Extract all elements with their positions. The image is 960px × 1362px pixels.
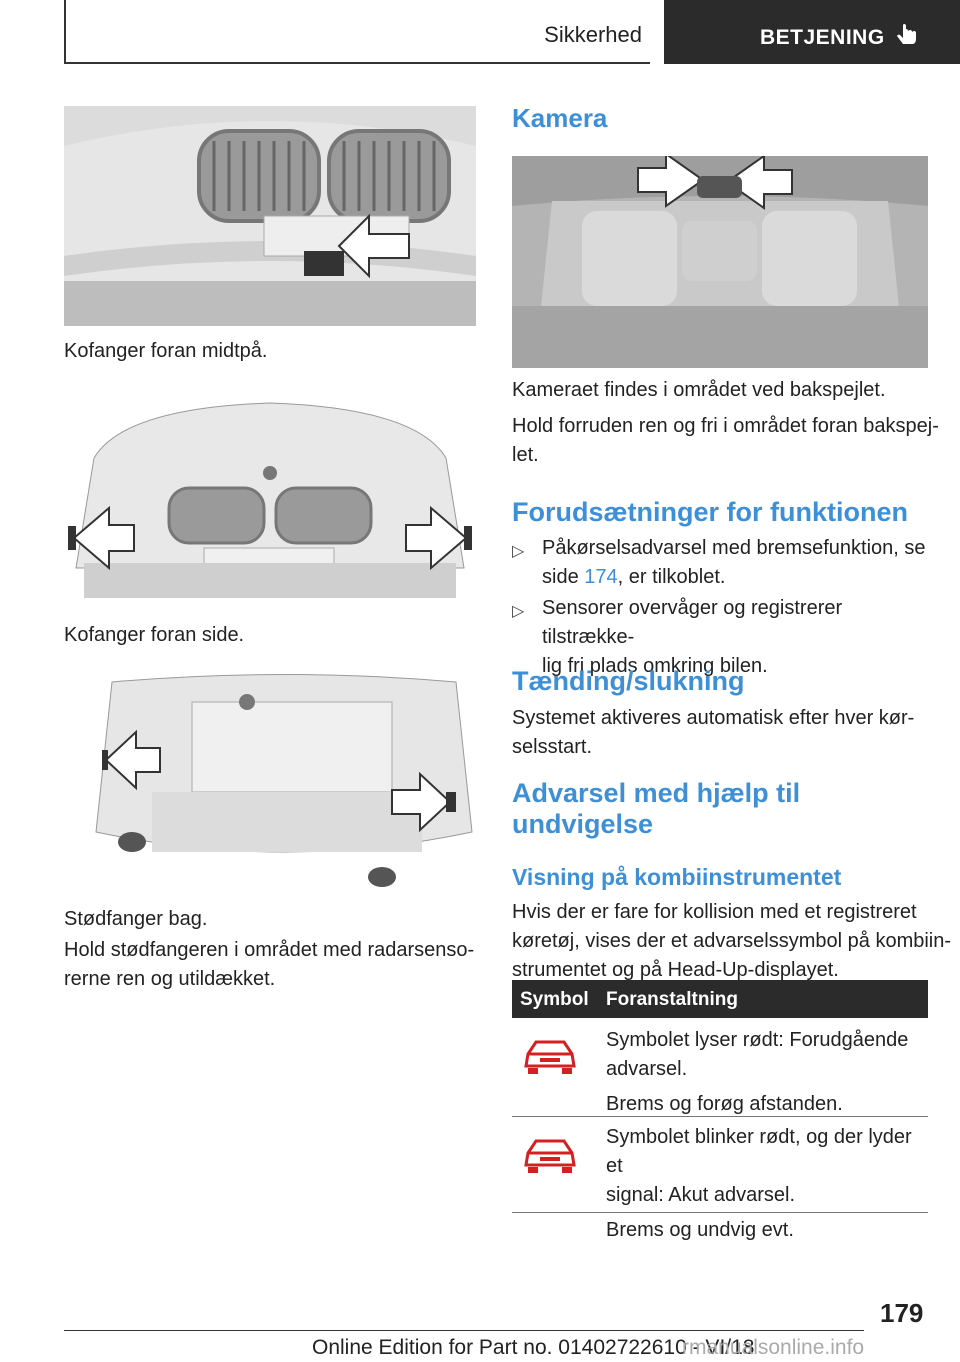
requirements-heading: Forudsætninger for funktionen <box>512 497 908 527</box>
requirement-bullet-1: ▷ Påkørselsadvarsel med bremsefunktion, … <box>512 534 932 592</box>
bullet-2-line-1: Sensorer overvåger og registrerer tilstr… <box>542 597 843 648</box>
instrument-display-heading: Visning på kombiinstrumentet <box>512 864 842 890</box>
header-section-title: Sikkerhed <box>544 22 642 47</box>
display-line-2: køretøj, vises der et advarselssymbol på… <box>512 930 952 952</box>
camera-heading: Kamera <box>512 103 608 133</box>
front-bumper-side-figure <box>64 388 476 610</box>
row-2-action: Brems og undvig evt. <box>606 1219 794 1241</box>
requirement-bullet-2: ▷ Sensorer overvåger og registrerer tils… <box>512 594 932 681</box>
footer-rule <box>64 1330 864 1331</box>
rear-bumper-figure <box>92 672 476 890</box>
camera-interior-figure <box>512 156 928 368</box>
page-number: 179 <box>880 1298 924 1328</box>
camera-keep-clean-line-1: Hold forruden ren og fri i området foran… <box>512 415 939 437</box>
footer-edition: Online Edition for Part no. 01402722610 … <box>312 1336 755 1359</box>
evasion-warning-heading: Advarsel med hjælp til undvigelse <box>512 778 800 840</box>
row-2-line-1: Symbolet blinker rødt, og der lyder et <box>606 1126 912 1177</box>
camera-keep-clean-text: Hold forruden ren og fri i området foran… <box>512 412 939 470</box>
table-divider <box>512 1116 928 1117</box>
row-2-description: Symbolet blinker rødt, og der lyder et s… <box>606 1123 926 1245</box>
bullet-1-prefix: side <box>542 566 585 588</box>
row-2-line-2: signal: Akut advarsel. <box>606 1184 795 1206</box>
caption-front-center: Kofanger foran midtpå. <box>64 340 268 362</box>
camera-keep-clean-line-2: let. <box>512 444 539 466</box>
page-reference-link[interactable]: 174 <box>584 566 618 588</box>
left-paragraph-line-1: Hold stødfangeren i området med radarsen… <box>64 939 475 961</box>
bullet-1-suffix: , er tilkoblet. <box>617 566 726 588</box>
symbol-table-header: Symbol Foranstaltning <box>512 980 928 1018</box>
table-header-symbol: Symbol <box>520 989 589 1010</box>
bullet-1-line-2: side 174, er tilkoblet. <box>542 563 932 592</box>
table-header-action: Foranstaltning <box>606 989 738 1010</box>
pointing-hand-icon <box>895 24 921 55</box>
evasion-heading-line-2: undvigelse <box>512 809 654 839</box>
row-1-line-2: advarsel. <box>606 1058 688 1080</box>
left-paragraph-line-2: rerne ren og utildækket. <box>64 968 276 990</box>
caption-rear: Stødfanger bag. <box>64 908 208 930</box>
car-warning-icon <box>522 1137 578 1182</box>
table-row: Symbolet blinker rødt, og der lyder et s… <box>512 1117 928 1241</box>
bullet-2-line-2: lig fri plads omkring bilen. <box>542 655 768 677</box>
header-chapter-title: BETJENING <box>760 26 885 49</box>
triangle-bullet-icon: ▷ <box>512 603 525 620</box>
caption-front-side: Kofanger foran side. <box>64 624 245 646</box>
onoff-line-2: selsstart. <box>512 736 593 758</box>
row-1-action: Brems og forøg afstanden. <box>606 1093 843 1115</box>
triangle-bullet-icon: ▷ <box>512 543 525 560</box>
display-line-3: strumentet og på Head-Up-displayet. <box>512 959 839 981</box>
camera-location-text: Kameraet findes i området ved bakspejlet… <box>512 379 886 401</box>
display-line-1: Hvis der er fare for kollision med et re… <box>512 901 917 923</box>
footer-watermark: rmanualsonline.info <box>682 1336 865 1359</box>
table-row: Symbolet lyser rødt: Forudgående advarse… <box>512 1018 928 1116</box>
onoff-heading: Tænding/slukning <box>512 666 745 696</box>
instrument-display-text: Hvis der er fare for kollision med et re… <box>512 898 951 985</box>
table-divider <box>512 1212 928 1213</box>
left-paragraph: Hold stødfangeren i området med radarsen… <box>64 936 474 994</box>
header-left-rule <box>64 0 66 64</box>
row-1-line-1: Symbolet lyser rødt: Forudgående <box>606 1029 909 1051</box>
row-1-description: Symbolet lyser rødt: Forudgående advarse… <box>606 1026 926 1119</box>
front-bumper-center-figure <box>64 106 476 326</box>
bullet-1-line-1: Påkørselsadvarsel med bremsefunktion, se <box>542 537 926 559</box>
header-bottom-rule <box>64 62 650 64</box>
onoff-line-1: Systemet aktiveres automatisk efter hver… <box>512 707 915 729</box>
car-warning-icon <box>522 1038 578 1083</box>
onoff-text: Systemet aktiveres automatisk efter hver… <box>512 704 914 762</box>
evasion-heading-line-1: Advarsel med hjælp til <box>512 778 801 808</box>
